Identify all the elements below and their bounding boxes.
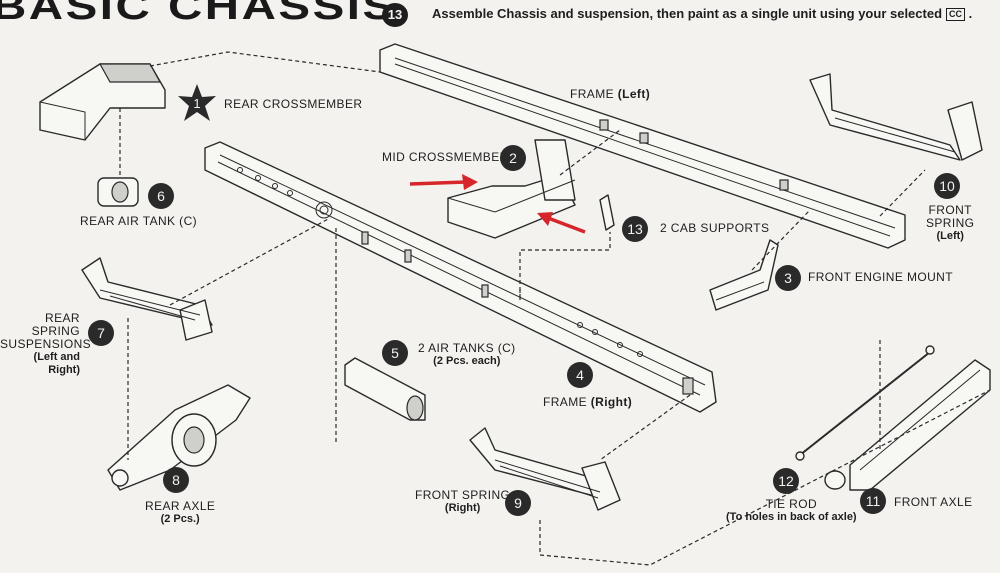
rear-crossmember-drawing <box>39 63 166 141</box>
attention-arrows <box>409 174 586 234</box>
part-8-label: REAR AXLE(2 Pcs.) <box>145 500 215 526</box>
part-9-number: 9 <box>505 490 531 516</box>
part-3-label: FRONT ENGINE MOUNT <box>808 270 953 284</box>
part-1-label: REAR CROSSMEMBER <box>224 97 363 111</box>
part-13-label: 2 CAB SUPPORTS <box>660 221 770 235</box>
part-13-number: 13 <box>622 216 648 242</box>
part-9-label: FRONT SPRING(Right) <box>415 489 510 515</box>
part-4-text: FRAME <box>543 395 587 409</box>
part-3-number: 3 <box>775 265 801 291</box>
part-11-label: FRONT AXLE <box>894 495 973 509</box>
part-8-number: 8 <box>163 467 189 493</box>
color-code-box: CC <box>946 8 966 22</box>
part-12-number: 12 <box>773 468 799 494</box>
part-4-label: FRAME (Right) <box>543 396 632 409</box>
part-5-text: 2 AIR TANKS (C) <box>418 341 516 355</box>
rear-air-tank-drawing <box>97 177 139 207</box>
star-badge-icon <box>178 84 216 121</box>
cab-support-drawing <box>599 194 615 231</box>
part-5-number: 5 <box>382 340 408 366</box>
part-7-text: REAR SPRING SUSPENSIONS <box>0 311 92 351</box>
part-10-label: FRONT SPRING(Left) <box>926 204 974 243</box>
part-1-number: 1 <box>193 96 201 111</box>
frame-left-label: FRAME (Left) <box>570 88 650 101</box>
part-4-number: 4 <box>567 362 593 388</box>
part-10-sub: (Left) <box>936 230 964 242</box>
lead-lines <box>119 51 991 566</box>
part-6-label: REAR AIR TANK (C) <box>80 214 198 228</box>
page-title: BASIC CHASSIS <box>0 0 397 28</box>
part-10-text: FRONT SPRING <box>926 203 975 230</box>
part-2-number: 2 <box>500 145 526 171</box>
frame-left-sub: (Left) <box>617 87 651 101</box>
frame-left-text: FRAME <box>570 87 614 101</box>
part-11-number: 11 <box>860 488 886 514</box>
part-12-sub: (To holes in back of axle) <box>726 511 857 523</box>
part-7-number: 7 <box>88 320 114 346</box>
instruction-body: Assemble Chassis and suspension, then pa… <box>432 6 943 21</box>
front-spring-right-drawing <box>469 427 621 511</box>
part-8-text: REAR AXLE <box>145 499 216 513</box>
part-7-label: REAR SPRING SUSPENSIONS(Left and Right) <box>0 312 91 377</box>
tie-rod-drawing <box>795 345 935 461</box>
step-number-badge: 13 <box>382 3 408 27</box>
part-9-sub: (Right) <box>444 502 481 514</box>
part-9-text: FRONT SPRING <box>415 488 511 502</box>
front-engine-mount-drawing <box>709 239 779 311</box>
front-spring-left-drawing <box>809 73 983 161</box>
rear-spring-drawing <box>81 257 213 341</box>
air-tanks-drawing <box>344 357 426 421</box>
part-8-sub: (2 Pcs.) <box>160 513 200 525</box>
part-12-label: TIE ROD(To holes in back of axle) <box>726 498 857 524</box>
part-10-number: 10 <box>934 173 960 199</box>
instruction-period: . <box>968 6 973 21</box>
part-7-sub: (Left and Right) <box>33 351 80 376</box>
frame-right-drawing <box>204 141 717 413</box>
part-2-label: MID CROSSMEMBER <box>382 150 509 164</box>
instruction-text: Assemble Chassis and suspension, then pa… <box>432 6 973 22</box>
part-5-label: 2 AIR TANKS (C)(2 Pcs. each) <box>418 342 516 368</box>
mid-crossmember-drawing <box>447 139 576 239</box>
part-4-sub: (Right) <box>590 395 633 409</box>
part-6-number: 6 <box>148 183 174 209</box>
front-axle-drawing <box>824 359 991 491</box>
part-5-sub: (2 Pcs. each) <box>433 355 501 367</box>
rear-axle-drawing <box>107 384 251 491</box>
part-12-text: TIE ROD <box>765 497 818 511</box>
